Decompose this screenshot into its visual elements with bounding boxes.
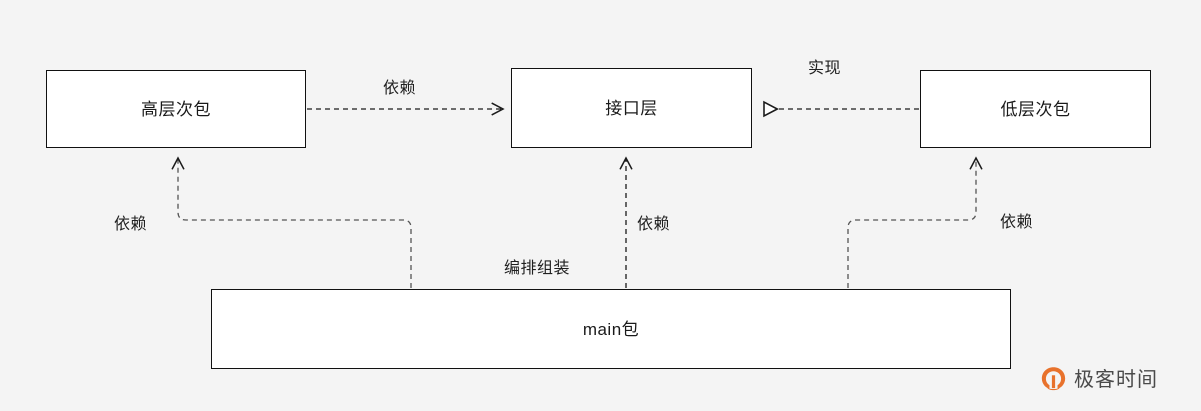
edge-label-dep-high-to-interface: 依赖: [383, 80, 417, 97]
watermark: 极客时间: [1040, 366, 1158, 393]
node-main-package[interactable]: main包: [211, 289, 1011, 369]
edge-label-dep-main-to-high: 依赖: [114, 216, 148, 233]
geektime-logo-icon: [1041, 367, 1066, 391]
node-high-level-package-label: 高层次包: [141, 99, 211, 119]
edge-dep-left-path: [171, 156, 412, 288]
watermark-text: 极客时间: [1074, 368, 1158, 391]
node-interface-layer[interactable]: 接口层: [511, 68, 752, 148]
node-main-package-label: main包: [582, 319, 640, 339]
edge-dep-right-path: [847, 156, 983, 288]
edge-label-dep-main-to-low: 依赖: [1000, 214, 1034, 231]
edge-label-assemble: 编排组装: [504, 260, 571, 277]
node-low-level-package-label: 低层次包: [1000, 99, 1071, 119]
edge-label-implements: 实现: [808, 60, 842, 77]
edge-label-dep-main-to-interface: 依赖: [637, 216, 671, 233]
node-low-level-package[interactable]: 低层次包: [920, 70, 1151, 148]
node-interface-layer-label: 接口层: [605, 98, 658, 118]
node-high-level-package[interactable]: 高层次包: [46, 70, 306, 148]
